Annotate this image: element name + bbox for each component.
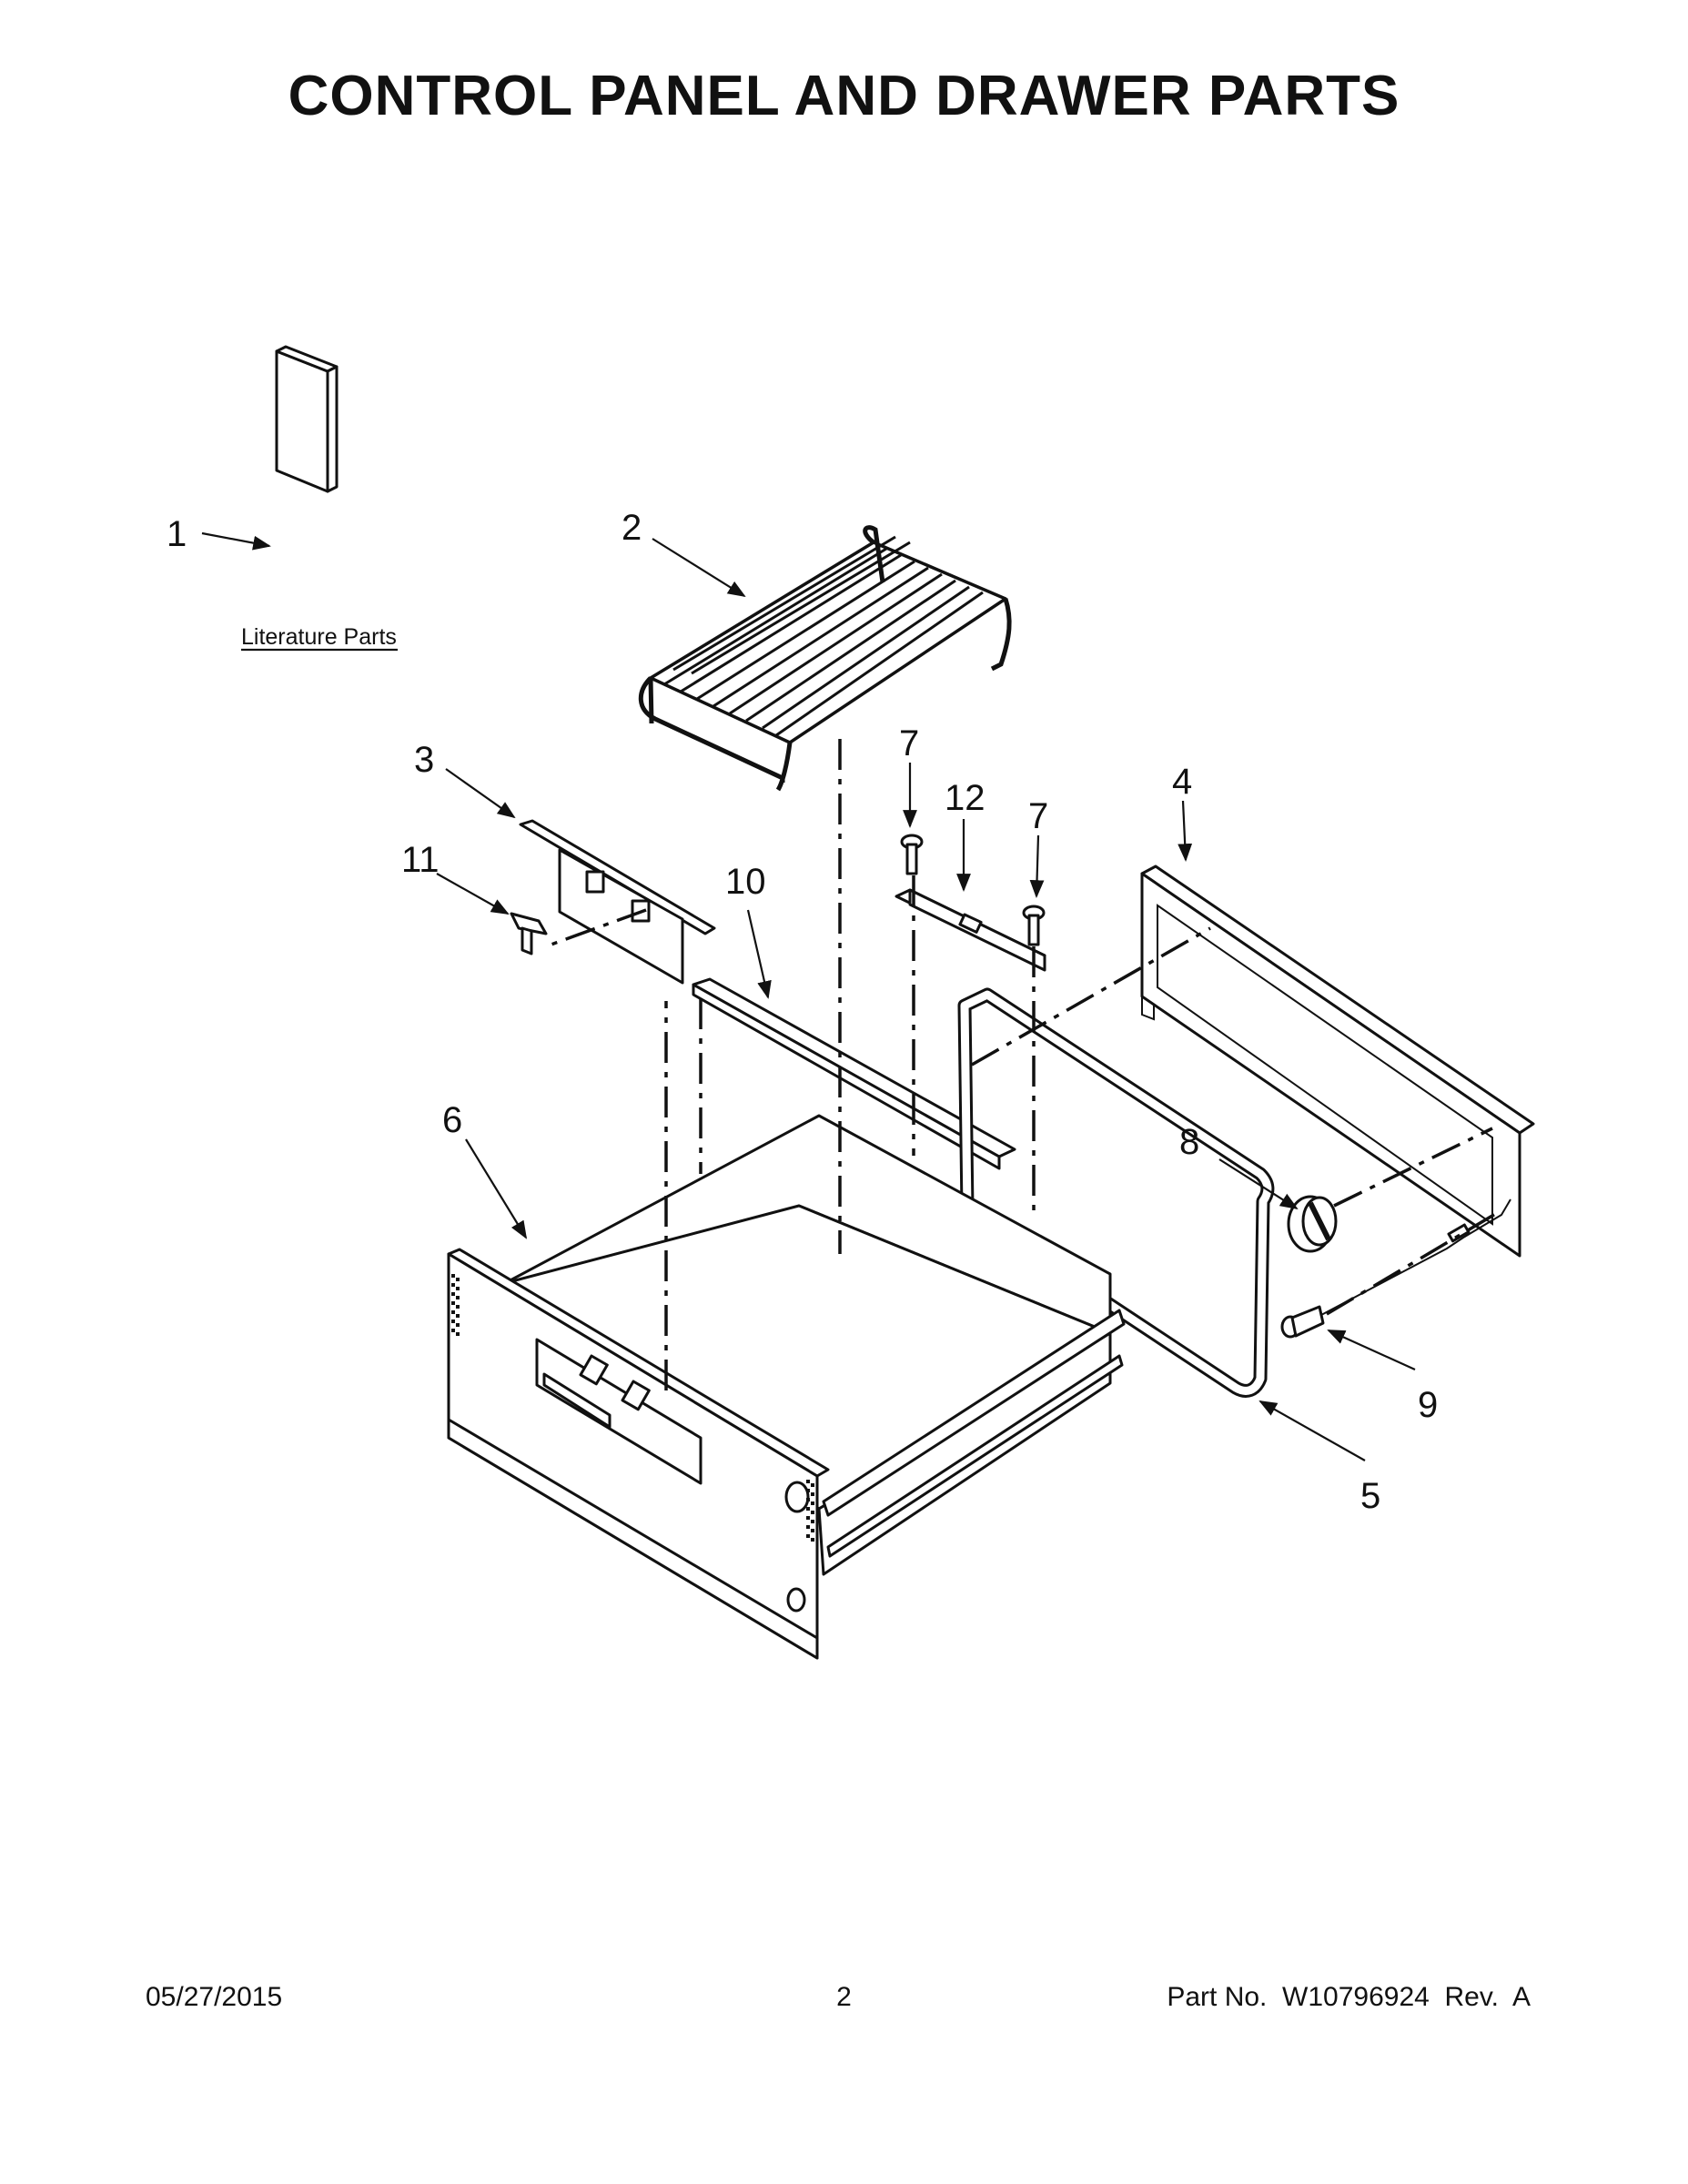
- page-title: CONTROL PANEL AND DRAWER PARTS: [288, 65, 1400, 127]
- literature-parts-label: Literature Parts: [241, 624, 397, 650]
- callout-6: 6: [442, 1100, 462, 1140]
- control-panel-bracket: [519, 819, 716, 985]
- trim-strip: [692, 977, 1016, 1170]
- wire-rack: [638, 525, 1012, 792]
- control-panel: [1140, 864, 1535, 1258]
- footer-page-number: 2: [836, 1982, 852, 2012]
- callout-7-left: 7: [899, 723, 919, 763]
- callout-7-right: 7: [1028, 796, 1048, 836]
- callout-11: 11: [401, 840, 440, 880]
- screw-right: [1022, 905, 1046, 946]
- sensor: [1280, 1198, 1511, 1339]
- knob: [1287, 1195, 1338, 1253]
- leader-arrows: [201, 531, 1416, 1461]
- callout-4: 4: [1172, 762, 1192, 802]
- drawer: [447, 1114, 1126, 1660]
- callout-3: 3: [414, 740, 434, 780]
- callout-12: 12: [945, 778, 986, 818]
- footer-date: 05/27/2015: [146, 1982, 283, 2012]
- callout-2: 2: [622, 508, 642, 548]
- callout-5: 5: [1360, 1476, 1380, 1516]
- callout-1: 1: [167, 514, 187, 554]
- footer-part-number: Part No. W10796924 Rev. A: [1167, 1982, 1531, 2012]
- switch-bracket: [895, 888, 1046, 972]
- callout-10: 10: [725, 862, 766, 902]
- callout-9: 9: [1418, 1385, 1438, 1425]
- clip: [510, 912, 548, 956]
- callout-8: 8: [1179, 1122, 1199, 1162]
- screw-left: [900, 834, 924, 875]
- gasket: [957, 987, 1275, 1398]
- literature-booklet: [275, 345, 339, 493]
- assembly-lines: [545, 739, 1502, 1390]
